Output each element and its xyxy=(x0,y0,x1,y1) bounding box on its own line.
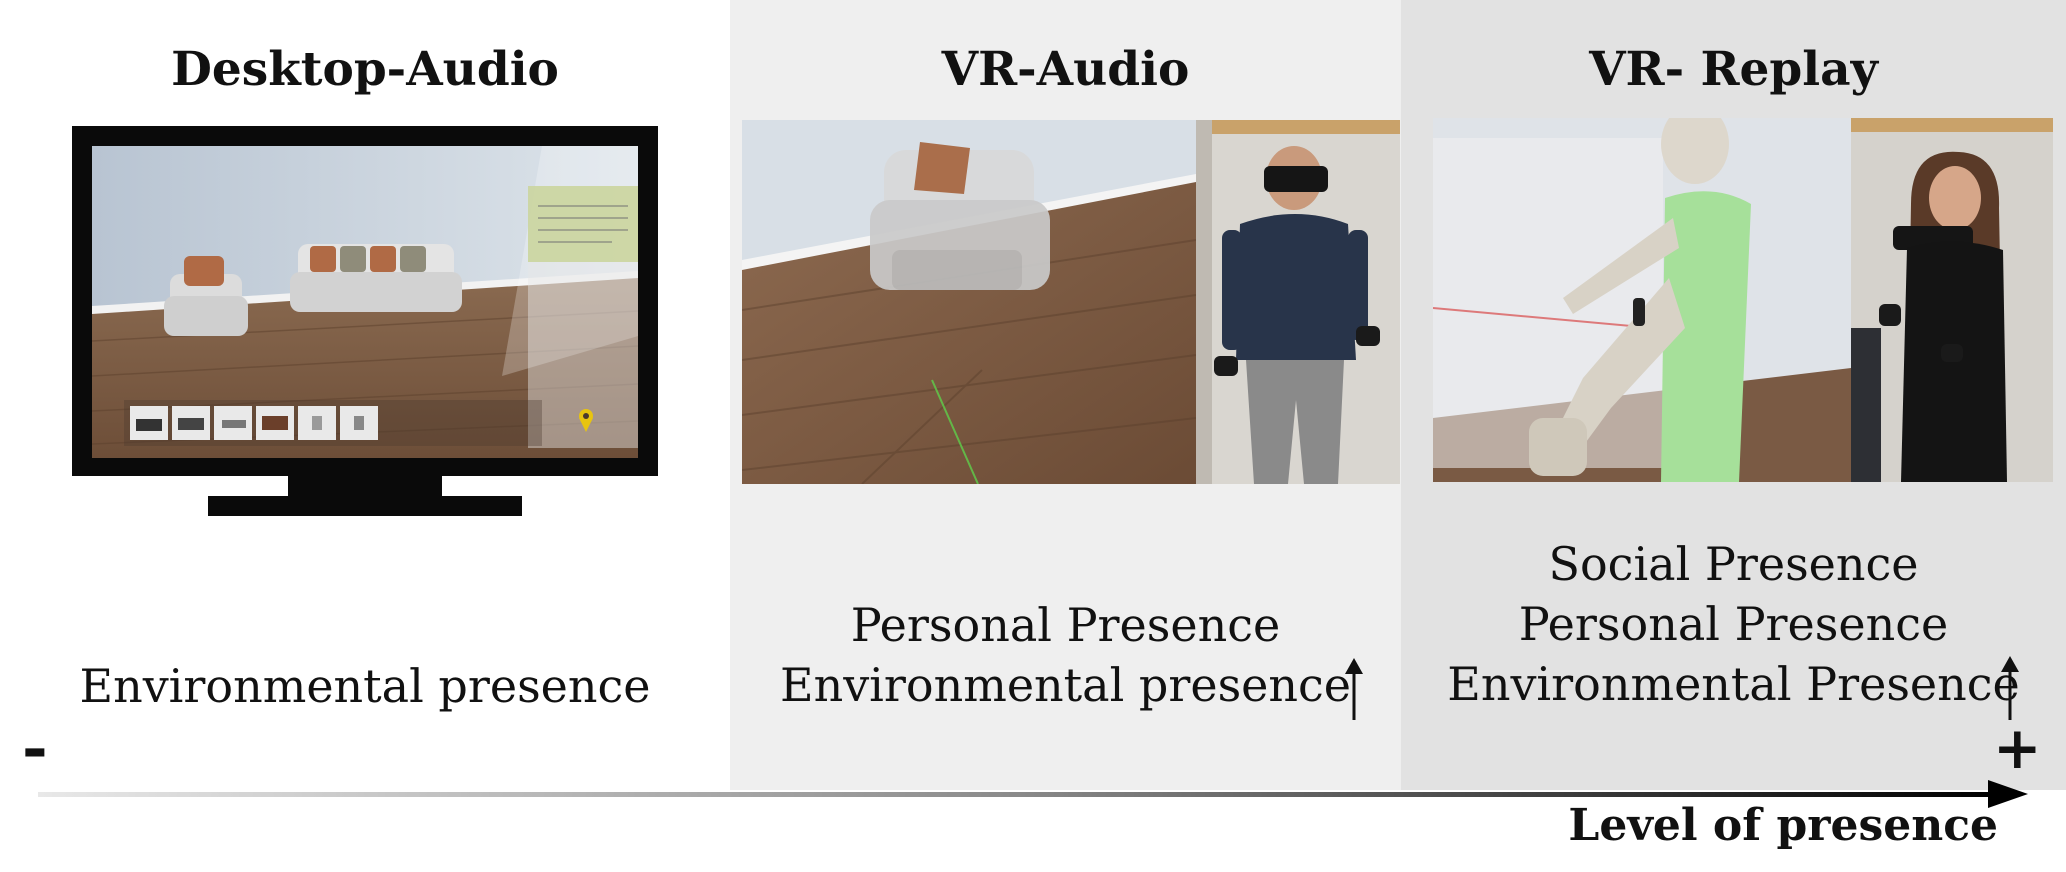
armchair-icon xyxy=(870,142,1050,290)
vr-scene-image xyxy=(742,120,1196,484)
panel-title-desktop-audio: Desktop-Audio xyxy=(171,42,559,97)
presence-list-desktop: Environmental presence xyxy=(0,656,730,716)
person xyxy=(1214,146,1380,484)
presence-line: Personal Presence xyxy=(850,598,1281,652)
presence-line: Personal Presence xyxy=(1518,597,1949,651)
sofa-icon xyxy=(290,244,462,312)
vr-headset-icon xyxy=(1264,166,1328,192)
axis-line xyxy=(38,792,1994,797)
axis-label: Level of presence xyxy=(1568,800,1998,851)
vr-user-photo xyxy=(1851,118,2053,482)
vr-user-photo xyxy=(1196,120,1400,484)
up-arrow-icon xyxy=(2001,656,2019,720)
monitor-icon xyxy=(72,126,658,516)
presence-line: Social Presence xyxy=(1548,537,1919,591)
presence-axis xyxy=(38,780,2028,808)
panel-title-vr-audio: VR-Audio xyxy=(941,42,1190,97)
presence-list-vr-audio: Personal Presence Environmental presence xyxy=(730,595,1401,715)
up-arrow-icon xyxy=(1345,658,1363,720)
panel-title-vr-replay: VR- Replay xyxy=(1589,42,1878,97)
presence-list-vr-replay: Social Presence Personal Presence Enviro… xyxy=(1401,534,2066,714)
axis-max-symbol: + xyxy=(1993,714,2042,782)
avatar-icon xyxy=(1529,118,1751,482)
panel-vr-audio: VR-Audio xyxy=(730,0,1401,790)
presence-line: Environmental Presence xyxy=(1447,657,2020,711)
presence-line: Environmental presence xyxy=(79,659,651,713)
panel-desktop-audio: Desktop-Audio xyxy=(0,0,730,790)
presence-line: Environmental presence xyxy=(779,658,1352,712)
panel-vr-replay: VR- Replay Social Presence Pe xyxy=(1401,0,2066,790)
location-pin-icon xyxy=(579,409,593,432)
vr-replay-scene-image xyxy=(1433,118,1851,482)
armchair-icon xyxy=(164,256,248,336)
person xyxy=(1879,151,2007,482)
right-arrow-icon xyxy=(1988,780,2028,808)
axis-min-symbol: - xyxy=(22,711,48,784)
